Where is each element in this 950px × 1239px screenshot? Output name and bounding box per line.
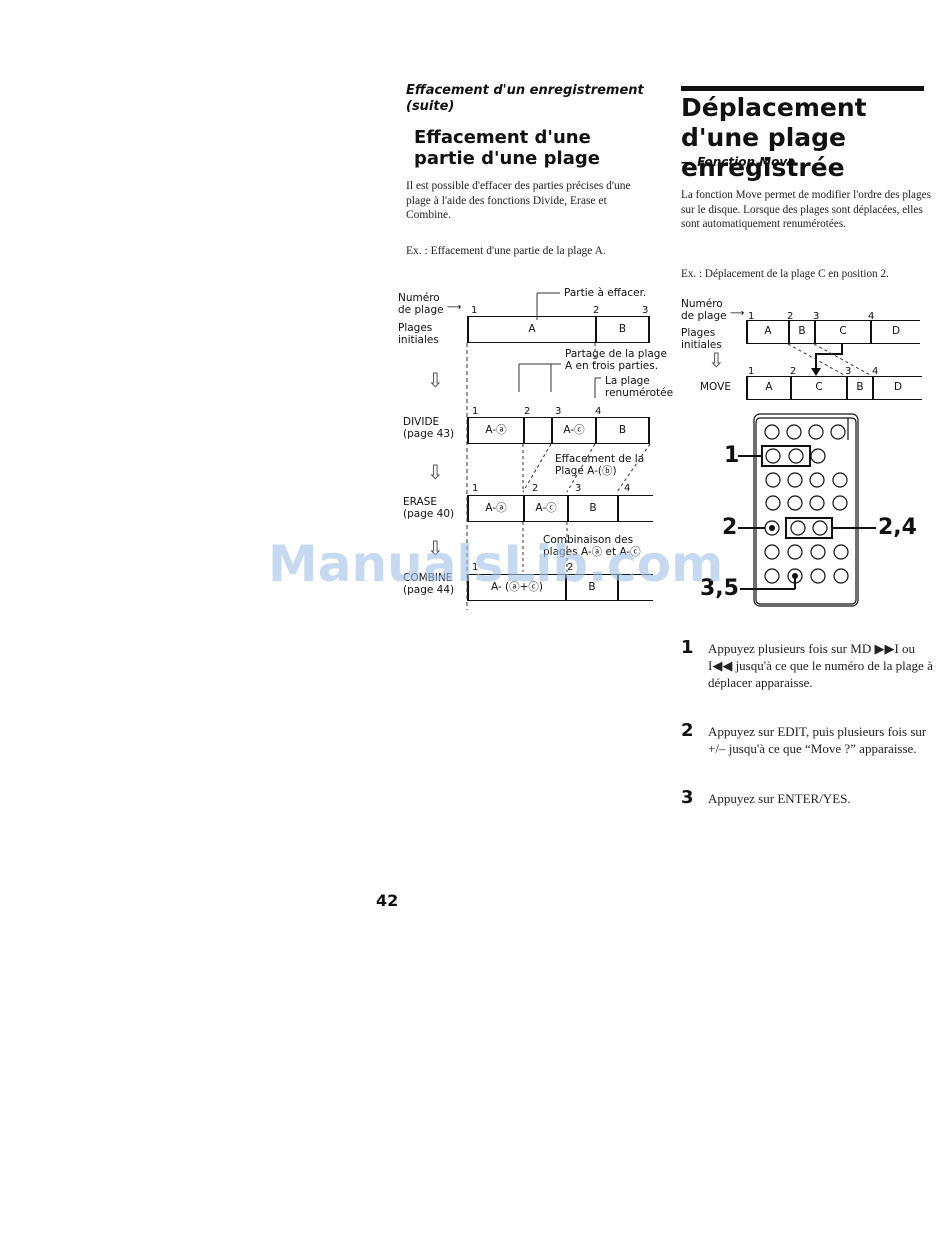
down-arrow-icon: ⇩ [708, 348, 725, 372]
track-number: 1 [472, 406, 479, 417]
section-title: Effacement d'une partie d'une plage [414, 127, 600, 169]
remote-control-illustration: 1 2 2,4 3,5 [690, 410, 930, 610]
track-number: 2 [524, 406, 531, 417]
track-cell [523, 417, 551, 444]
watermark: ManualsLib.com [268, 535, 724, 593]
page-subtitle: — Fonction Move [681, 155, 796, 169]
track-cell [617, 495, 653, 522]
track-number: 3 [813, 311, 820, 322]
erase-page: (page 40) [403, 508, 455, 520]
track-number: 3 [555, 406, 562, 417]
arrow-right-icon: ⟶ [447, 302, 462, 313]
track-cell: B [595, 417, 650, 444]
divide-page: (page 43) [403, 428, 455, 440]
track-number: 1 [748, 311, 755, 322]
step-2: 2 Appuyez sur EDIT, puis plusieurs fois … [681, 720, 931, 783]
track-number: 1 [471, 305, 478, 316]
initial-tracks-label: Plages initiales [398, 322, 439, 346]
initial-tracks-label: Plages initiales [681, 327, 722, 351]
track-cell: A [746, 376, 790, 400]
track-cell: A-ⓒ [523, 495, 567, 522]
step-1: 1 Appuyez plusieurs fois sur MD ▶▶I ou I… [681, 637, 933, 715]
track-cell: A-ⓒ [551, 417, 595, 444]
intro-paragraph: La fonction Move permet de modifier l'or… [681, 189, 931, 230]
erase-part-diagram: Numéro de plage ⟶ Plages initiales Parti… [395, 280, 673, 610]
track-number: 4 [595, 406, 602, 417]
track-number: 1 [472, 562, 479, 573]
divide-label: DIVIDE [403, 416, 440, 428]
page-title: Déplacement d'une plage enregistrée [681, 93, 867, 182]
remote-drawing [738, 413, 876, 607]
track-number: 3 [575, 483, 582, 494]
track-cell: D [870, 320, 920, 344]
callout-step-1: 1 [724, 443, 740, 468]
step-number: 3 [681, 787, 694, 808]
step-3: 3 Appuyez sur ENTER/YES. [681, 787, 931, 812]
callout-step-3-5: 3,5 [700, 576, 739, 601]
example-caption: Ex. : Effacement d'une partie de la plag… [406, 245, 606, 257]
step-number: 1 [681, 637, 694, 658]
section-rule [681, 86, 924, 91]
track-cell: C [814, 320, 870, 344]
part-to-erase-label: Partie à effacer. [564, 287, 647, 299]
page-number: 42 [376, 891, 399, 910]
arrow-right-icon: ⟶ [730, 308, 745, 319]
intro-paragraph: Il est possible d'effacer des parties pr… [406, 180, 631, 221]
step-text: Appuyez sur ENTER/YES. [708, 791, 851, 806]
step-number: 2 [681, 720, 694, 741]
track-cell: B [567, 495, 617, 522]
track-number: 2 [593, 305, 600, 316]
track-number: 2 [567, 562, 574, 573]
combine-page: (page 44) [403, 584, 455, 596]
step-text: Appuyez sur EDIT, puis plusieurs fois su… [708, 724, 927, 756]
down-arrow-icon: ⇩ [427, 460, 444, 484]
down-arrow-icon: ⇩ [427, 368, 444, 392]
track-number: 3 [642, 305, 649, 316]
track-cell: A-ⓐ [467, 495, 523, 522]
move-label: MOVE [700, 381, 731, 393]
split-note: Partage de la plage A en trois parties. [565, 348, 667, 372]
move-arrow [787, 343, 873, 377]
move-diagram: Numéro de plage ⟶ Plages initiales ⇩ MOV… [680, 296, 945, 406]
track-cell: B [595, 316, 650, 343]
track-cell: D [872, 376, 922, 400]
track-number: 4 [624, 483, 631, 494]
track-cell [617, 574, 653, 601]
track-number: 3 [845, 366, 852, 377]
track-cell: A [746, 320, 788, 344]
track-number: 1 [748, 366, 755, 377]
track-number: 4 [872, 366, 879, 377]
callout-step-2-4: 2,4 [878, 515, 917, 540]
track-number: 2 [790, 366, 797, 377]
track-cell: A-ⓐ [467, 417, 523, 444]
track-number: 4 [868, 311, 875, 322]
track-number-label: Numéro de plage [681, 298, 727, 322]
track-cell: B [846, 376, 872, 400]
track-number-label: Numéro de plage [398, 292, 444, 316]
track-number: 1 [472, 483, 479, 494]
erase-note: Effacement de la Plage A-(ⓑ) [555, 453, 645, 477]
track-cell: A- (ⓐ+ⓒ) [467, 574, 565, 601]
example-caption: Ex. : Déplacement de la plage C en posit… [681, 268, 889, 280]
track-cell: C [790, 376, 846, 400]
step-text: Appuyez plusieurs fois sur MD ▶▶I ou I◀◀… [708, 641, 933, 690]
down-arrow-icon: ⇩ [427, 536, 444, 560]
erase-label: ERASE [403, 496, 437, 508]
callout-step-2: 2 [722, 515, 738, 540]
continued-section-title: Effacement d'un enregistrement (suite) [406, 83, 644, 114]
track-cell: B [565, 574, 617, 601]
track-cell: A [467, 316, 595, 343]
track-number: 2 [787, 311, 794, 322]
track-number: 2 [532, 483, 539, 494]
renumbered-note: La plage renumérotée [605, 375, 674, 399]
diagram-connectors [466, 292, 651, 610]
combine-label: COMBINE [403, 572, 453, 584]
track-cell: B [788, 320, 814, 344]
